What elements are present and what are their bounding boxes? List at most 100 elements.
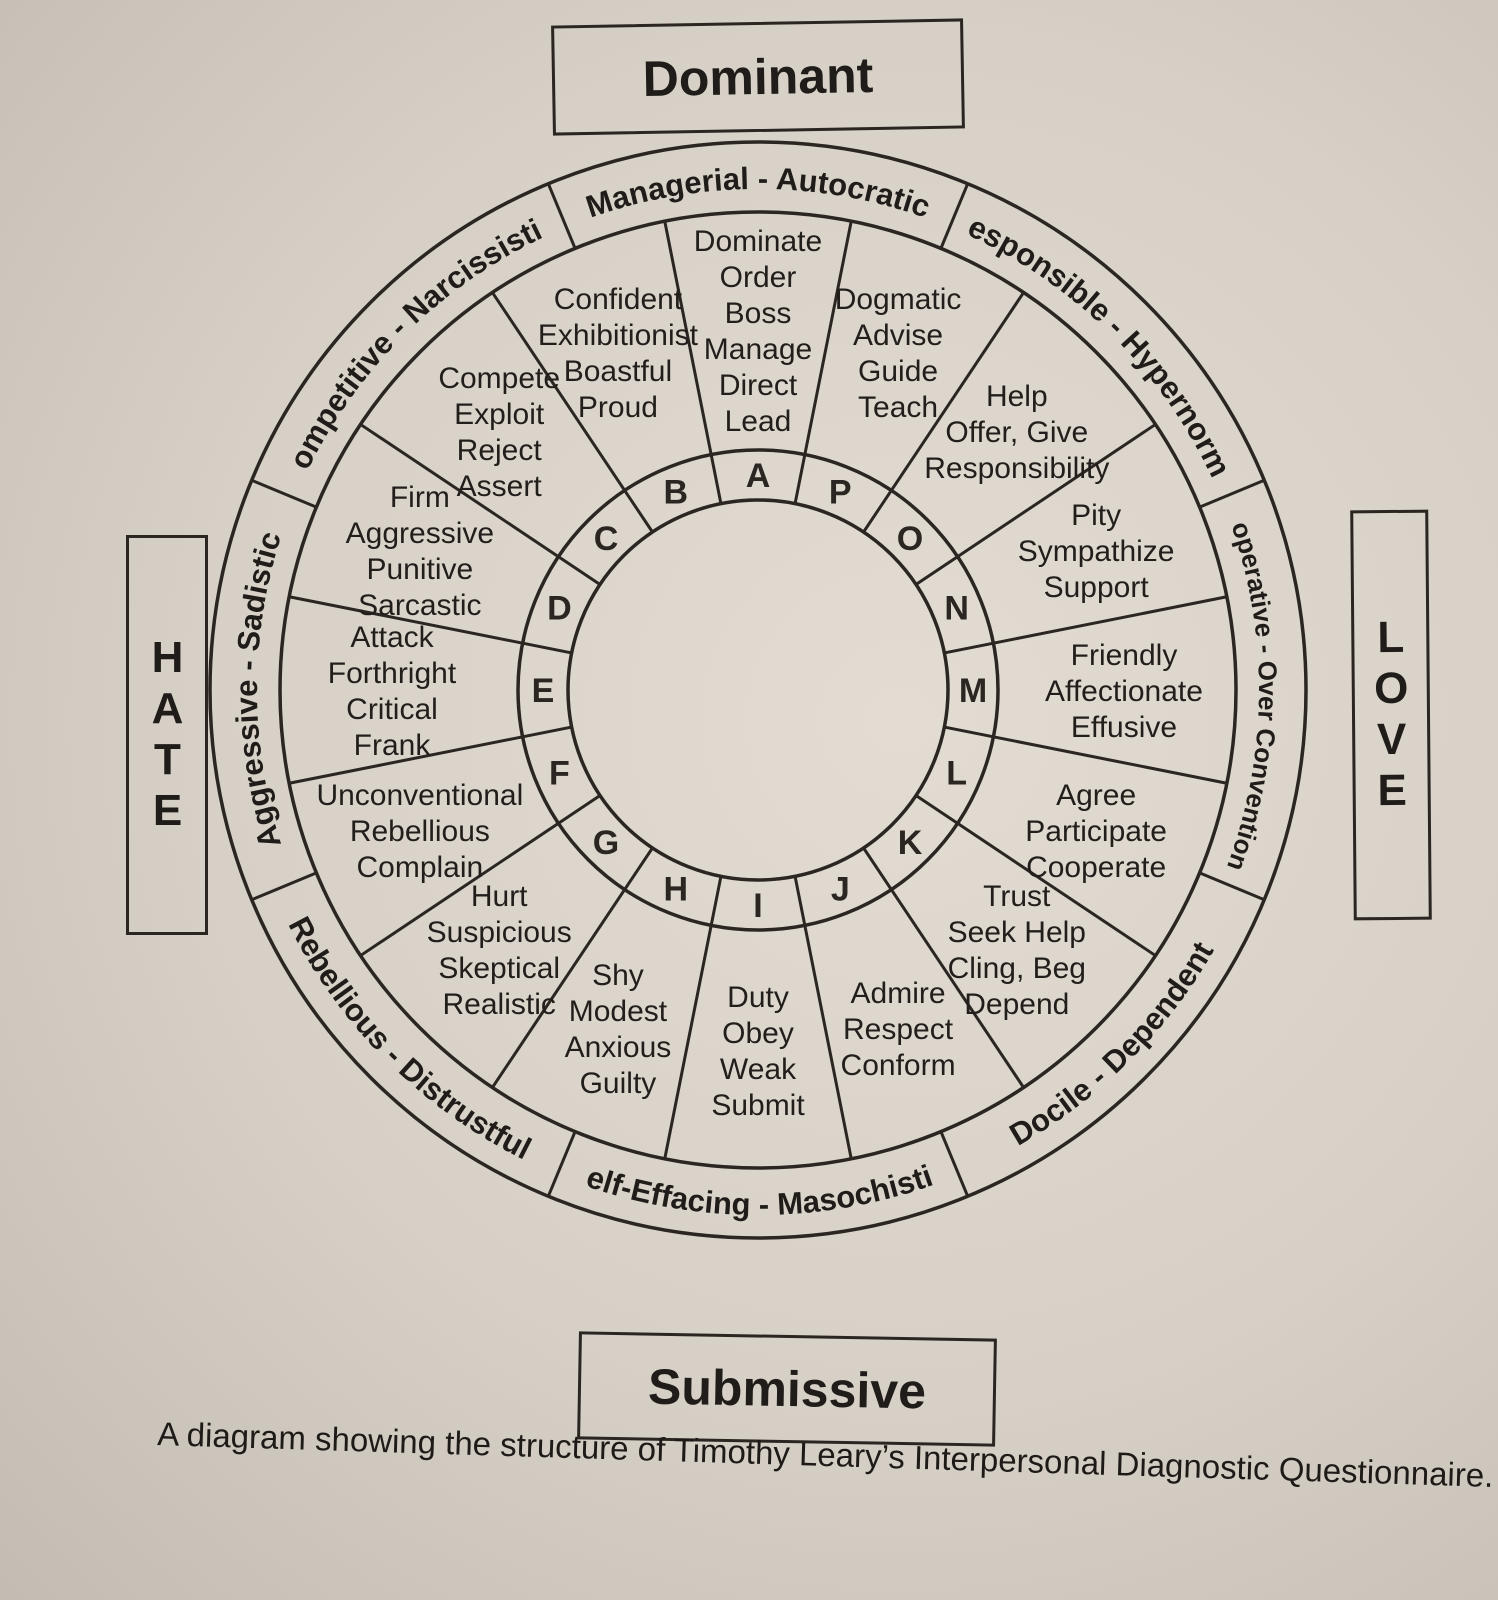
segment-word: Help — [986, 380, 1048, 413]
segment-word: Offer, Give — [945, 416, 1088, 449]
octant-divider-line — [546, 183, 577, 249]
segment-word: Lead — [725, 405, 792, 438]
segment-word: Attack — [350, 621, 434, 654]
segment-word: Seek Help — [948, 916, 1086, 949]
inner-letter: E — [532, 672, 555, 710]
segment-word: Direct — [719, 369, 798, 402]
segment-divider-line — [359, 423, 601, 586]
segment-word: Manage — [704, 333, 812, 366]
segment-word: Critical — [346, 693, 438, 726]
octant-divider-line — [1199, 478, 1265, 509]
segment-word: Compete — [438, 362, 560, 395]
segment-word: Guide — [858, 355, 938, 388]
segment-divider-line — [491, 847, 654, 1089]
segment-word: Weak — [720, 1053, 797, 1086]
octant-divider-line — [939, 1131, 970, 1197]
hate-label-box: HATE — [126, 535, 208, 935]
core-ring — [566, 498, 950, 882]
segment-word: Dominate — [694, 225, 822, 258]
octant-divider-line — [546, 1131, 577, 1197]
octant-divider-line — [939, 183, 970, 249]
segment-word: Cooperate — [1026, 851, 1166, 884]
segment-word: Exploit — [454, 398, 545, 431]
segment-divider-line — [288, 595, 572, 655]
segment-word: Submit — [711, 1089, 805, 1122]
segment-divider-line — [491, 291, 654, 533]
segment-divider-line — [288, 725, 572, 785]
segment-word: Participate — [1025, 815, 1167, 848]
segment-word: Teach — [858, 391, 938, 424]
segment-word: Rebellious — [350, 815, 490, 848]
segment-word: Sympathize — [1018, 535, 1175, 568]
segment-word: Support — [1044, 571, 1150, 604]
segment-word: Obey — [722, 1017, 794, 1050]
segment-word: Suspicious — [427, 916, 572, 949]
segment-word: Hurt — [471, 880, 528, 913]
segment-word: Forthright — [328, 657, 457, 690]
segment-divider-line — [663, 220, 723, 504]
segment-word: Duty — [727, 981, 789, 1014]
segment-divider-line — [862, 847, 1025, 1089]
segment-word: Friendly — [1071, 639, 1178, 672]
segment-word: Responsibility — [924, 452, 1109, 485]
inner-letter: L — [946, 754, 967, 792]
outer-ring — [208, 140, 1308, 1240]
segment-word: Sarcastic — [358, 589, 481, 622]
segment-word: Dogmatic — [835, 283, 962, 316]
inner-letter: H — [663, 871, 688, 909]
segment-word: Proud — [578, 391, 658, 424]
segment-word: Confident — [554, 283, 683, 316]
letter-ring — [516, 448, 1000, 932]
segment-word: Complain — [356, 851, 483, 884]
segment-divider-line — [359, 794, 601, 957]
segment-divider-line — [663, 876, 723, 1160]
segment-word: Trust — [983, 880, 1051, 913]
segment-word: Effusive — [1071, 711, 1177, 744]
inner-letter: M — [959, 672, 987, 710]
inner-letter: N — [944, 590, 969, 628]
diagram-rings — [208, 140, 1308, 1240]
segment-divider-line — [793, 220, 853, 504]
segment-word: Conform — [841, 1049, 956, 1082]
segment-word: Frank — [354, 729, 432, 762]
segment-word: Exhibitionist — [538, 319, 699, 352]
inner-letter: D — [547, 590, 572, 628]
inner-letter: G — [593, 824, 619, 862]
segment-word: Reject — [457, 434, 543, 467]
segment-divider-line — [915, 794, 1157, 957]
segment-word: Anxious — [565, 1031, 672, 1064]
segment-word: Affectionate — [1045, 675, 1203, 708]
octant-label: Rebellious - Distrustful — [282, 911, 537, 1166]
octant-divider-line — [251, 871, 317, 902]
segment-divider-line — [862, 291, 1025, 533]
inner-letter: P — [829, 473, 852, 511]
segment-word: Modest — [569, 995, 668, 1028]
segment-word: Shy — [592, 959, 644, 992]
diagram-segment-words: DominateOrderBossManageDirectLeadDogmati… — [316, 225, 1202, 1122]
segment-word: Boastful — [564, 355, 672, 388]
inner-letter: B — [663, 473, 688, 511]
segment-word: Unconventional — [316, 779, 523, 812]
segment-divider-line — [915, 423, 1157, 586]
inner-letter: O — [897, 520, 923, 558]
octant-divider-line — [1199, 871, 1265, 902]
inner-letter: C — [594, 520, 619, 558]
segment-ring — [278, 210, 1238, 1170]
inner-letter: I — [753, 887, 762, 925]
segment-word: Firm — [390, 481, 450, 514]
segment-word: Depend — [964, 988, 1069, 1021]
segment-word: Realistic — [443, 988, 556, 1021]
segment-word: Assert — [457, 470, 543, 503]
segment-word: Agree — [1056, 779, 1136, 812]
segment-word: Aggressive — [346, 517, 494, 550]
